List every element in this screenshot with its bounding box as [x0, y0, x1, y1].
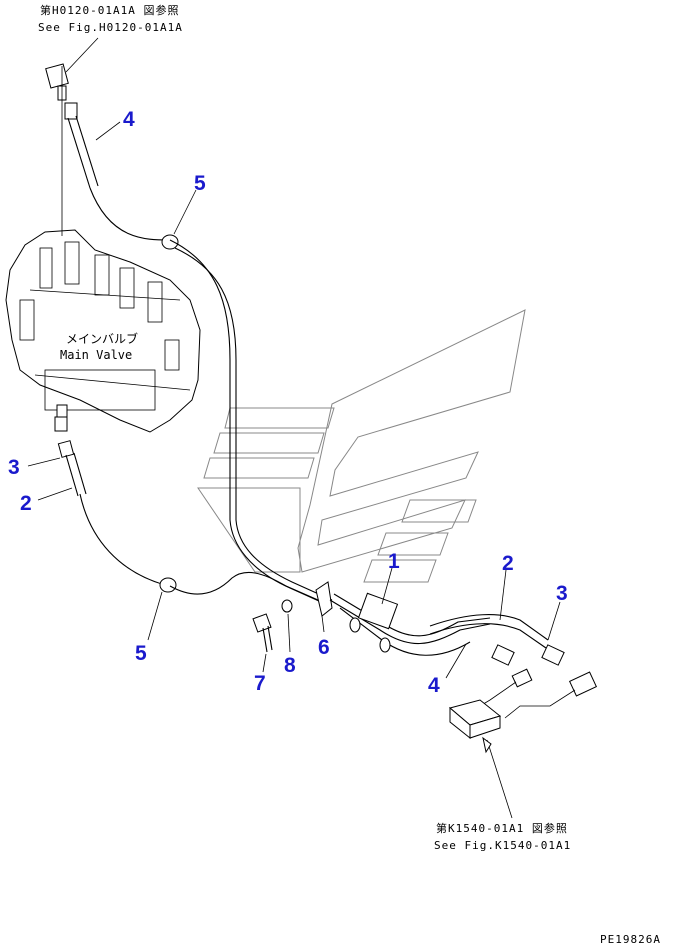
- callout-8: 8: [284, 654, 296, 677]
- bottom-reference-en: See Fig.K1540-01A1: [434, 839, 571, 852]
- callout-5-upper: 5: [194, 172, 206, 195]
- tube-clamp-block: [357, 592, 399, 630]
- callout-7: 7: [254, 672, 266, 695]
- bottom-reference-jp: 第K1540-01A1 図参照: [436, 821, 568, 835]
- top-reference-leader: [65, 37, 99, 73]
- fitting-right: [541, 644, 565, 666]
- long-tube: [169, 239, 331, 607]
- bottom-reference-leader: [486, 739, 513, 819]
- callout-3-right: 3: [556, 582, 568, 605]
- upper-hose: [67, 115, 171, 241]
- figure-code: PE19826A: [600, 933, 661, 946]
- bolt: [252, 613, 273, 653]
- callout-2-left: 2: [20, 492, 32, 515]
- main-valve-label-jp: メインバルブ: [66, 331, 138, 346]
- callout-2-right: 2: [502, 552, 514, 575]
- callout-5-lower: 5: [135, 642, 147, 665]
- watermark-logo: [197, 309, 526, 583]
- bottom-reference-arrowhead: [482, 736, 492, 754]
- main-valve: メインバルブ Main Valve: [5, 66, 201, 433]
- long-tube-edge: [174, 247, 333, 601]
- callout-3-left: 3: [8, 456, 20, 479]
- top-elbow-fitting: [45, 63, 78, 120]
- top-reference-en: See Fig.H0120-01A1A: [38, 21, 183, 34]
- callout-6: 6: [318, 636, 330, 659]
- washer: [281, 599, 293, 613]
- callout-4-upper: 4: [123, 108, 135, 131]
- fitting-left: [491, 644, 515, 666]
- callout-1: 1: [388, 550, 400, 573]
- bracket: [315, 581, 333, 617]
- main-valve-label-en: Main Valve: [60, 348, 132, 362]
- top-reference-jp: 第H0120-01A1A 図参照: [40, 3, 179, 17]
- callout-leaders: [27, 121, 561, 679]
- callout-4-lower: 4: [428, 674, 440, 697]
- lower-clamp: [159, 577, 177, 593]
- tube-assembly: [329, 592, 565, 666]
- connector-box: [448, 699, 502, 740]
- upper-clamp: [161, 234, 179, 250]
- sensor-connectors: [469, 668, 598, 719]
- lower-hose: [57, 440, 319, 601]
- lower-valve-fitting: [54, 404, 68, 432]
